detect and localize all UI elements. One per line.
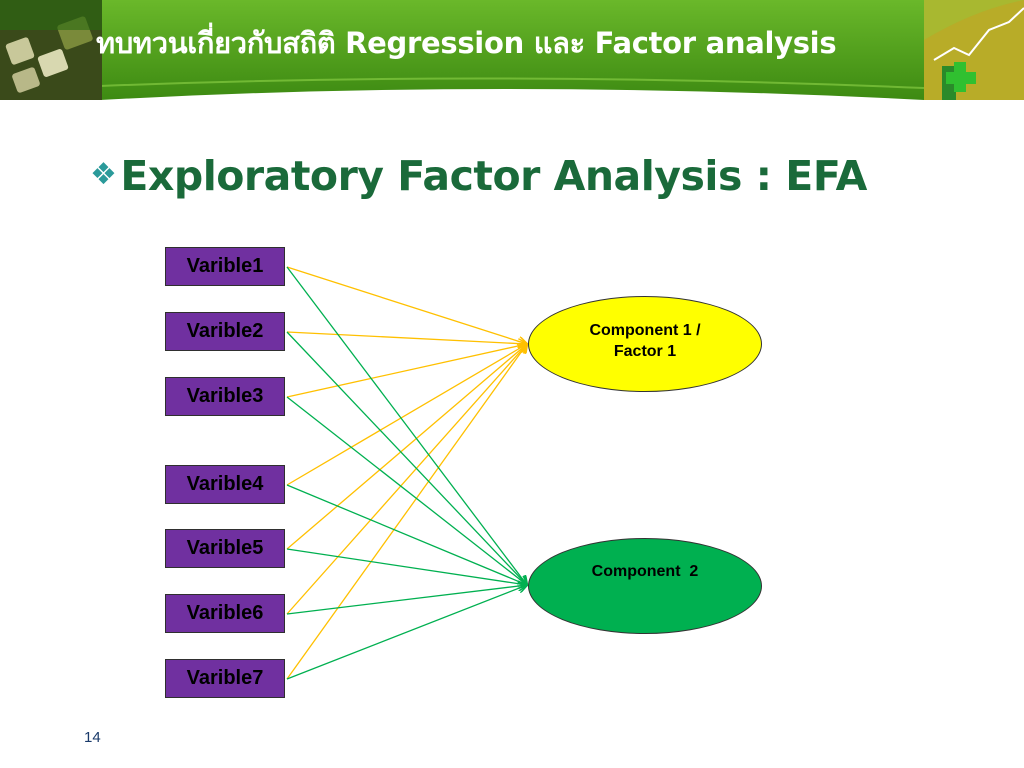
arrow-var7-to-component-1 — [286, 344, 527, 680]
arrow-var7-to-component-2 — [286, 585, 527, 680]
arrow-var2-to-component-2 — [286, 331, 527, 585]
section-heading: ❖Exploratory Factor Analysis : EFA — [90, 152, 867, 200]
component-1-label-line1: Component 1 / — [589, 322, 701, 339]
variable-box-6: Varible6 — [165, 594, 285, 633]
component-1-label-line2: Factor 1 — [613, 343, 677, 360]
variable-box-5: Varible5 — [165, 529, 285, 568]
page-number: 14 — [84, 729, 101, 746]
title-banner: ทบทวนเกี่ยวกับสถิติ Regression และ Facto… — [0, 0, 1024, 100]
arrow-var6-to-component-1 — [286, 344, 527, 615]
chart-photo-icon — [924, 0, 1024, 100]
banner-background — [0, 0, 1024, 100]
slide-title: ทบทวนเกี่ยวกับสถิติ Regression และ Facto… — [96, 26, 837, 60]
arrow-var6-to-component-2 — [286, 585, 527, 615]
variable-box-2: Varible2 — [165, 312, 285, 351]
arrow-var1-to-component-2 — [286, 266, 527, 585]
component-1-ellipse: Component 1 / Factor 1 — [528, 296, 762, 392]
arrow-var1-to-component-1 — [286, 266, 527, 344]
component-2-ellipse: Component 2 — [528, 538, 762, 634]
variable-box-4: Varible4 — [165, 465, 285, 504]
arrow-var4-to-component-1 — [286, 344, 527, 486]
variable-box-1: Varible1 — [165, 247, 285, 286]
arrows-to-component-1 — [286, 266, 527, 680]
arrow-var3-to-component-2 — [286, 396, 527, 585]
keyboard-photo-icon — [0, 0, 102, 100]
variable-box-7: Varible7 — [165, 659, 285, 698]
arrows-to-component-2 — [286, 266, 527, 680]
variable-box-3: Varible3 — [165, 377, 285, 416]
heading-text: Exploratory Factor Analysis : EFA — [120, 152, 867, 200]
arrow-var4-to-component-2 — [286, 484, 527, 585]
arrow-var3-to-component-1 — [286, 344, 527, 398]
bullet-diamond-icon: ❖ — [90, 157, 117, 192]
arrow-var5-to-component-2 — [286, 548, 527, 585]
arrow-var2-to-component-1 — [286, 331, 527, 344]
arrow-var5-to-component-1 — [286, 344, 527, 550]
